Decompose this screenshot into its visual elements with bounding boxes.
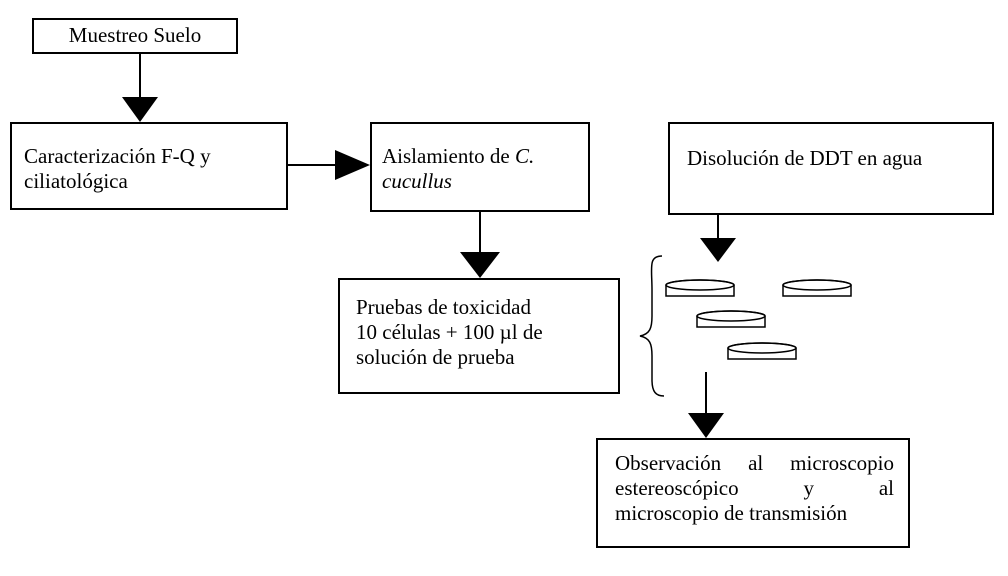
petri-dish-icon	[665, 279, 735, 297]
node-label-word: al	[878, 476, 894, 500]
arrow-disolucion-to-dishes	[700, 215, 736, 262]
node-label-word: y	[803, 476, 814, 500]
node-label-line: 10 células + 100 µl de	[356, 320, 543, 344]
petri-dish-icon	[696, 310, 766, 328]
node-label-line: Pruebas de toxicidad	[356, 295, 531, 319]
node-label-line: Caracterización F-Q y	[24, 144, 211, 168]
node-observacion: Observación al microscopio estereoscópic…	[596, 438, 910, 548]
node-label-text: Aislamiento de	[382, 144, 515, 168]
node-label-line: ciliatológica	[24, 169, 128, 193]
node-label-line: solución de prueba	[356, 345, 515, 369]
node-label-line: microscopio de transmisión	[615, 501, 848, 525]
petri-dish-icon	[782, 279, 852, 297]
node-label: Muestreo Suelo	[68, 23, 202, 47]
node-label-line: cucullus	[382, 169, 588, 194]
species-name: cucullus	[382, 169, 452, 193]
node-label-word: estereoscópico	[615, 476, 739, 500]
petri-dish-icon	[727, 342, 797, 360]
node-muestreo-suelo: Muestreo Suelo	[32, 18, 238, 54]
arrow-caracterizacion-to-aislamiento	[286, 150, 370, 180]
arrow-muestreo-to-caracterizacion	[122, 52, 158, 122]
node-pruebas: Pruebas de toxicidad 10 células + 100 µl…	[338, 278, 620, 394]
node-label: Disolución de DDT en agua	[687, 146, 923, 170]
node-label-line: estereoscópico y al	[615, 476, 894, 501]
species-name: C.	[514, 144, 535, 168]
arrow-aislamiento-to-pruebas	[460, 210, 500, 278]
node-aislamiento: Aislamiento de C. cucullus	[370, 122, 590, 212]
node-label-word: Observación	[615, 451, 722, 475]
node-label-line: Aislamiento de C.	[382, 144, 588, 169]
arrow-dishes-to-observacion	[688, 372, 724, 438]
curly-brace-icon	[639, 255, 665, 397]
node-label-word: microscopio	[790, 451, 894, 475]
node-label-word: al	[748, 451, 764, 475]
node-disolucion: Disolución de DDT en agua	[668, 122, 994, 215]
node-label-line: Observación al microscopio	[615, 451, 894, 476]
node-caracterizacion: Caracterización F-Q y ciliatológica	[10, 122, 288, 210]
